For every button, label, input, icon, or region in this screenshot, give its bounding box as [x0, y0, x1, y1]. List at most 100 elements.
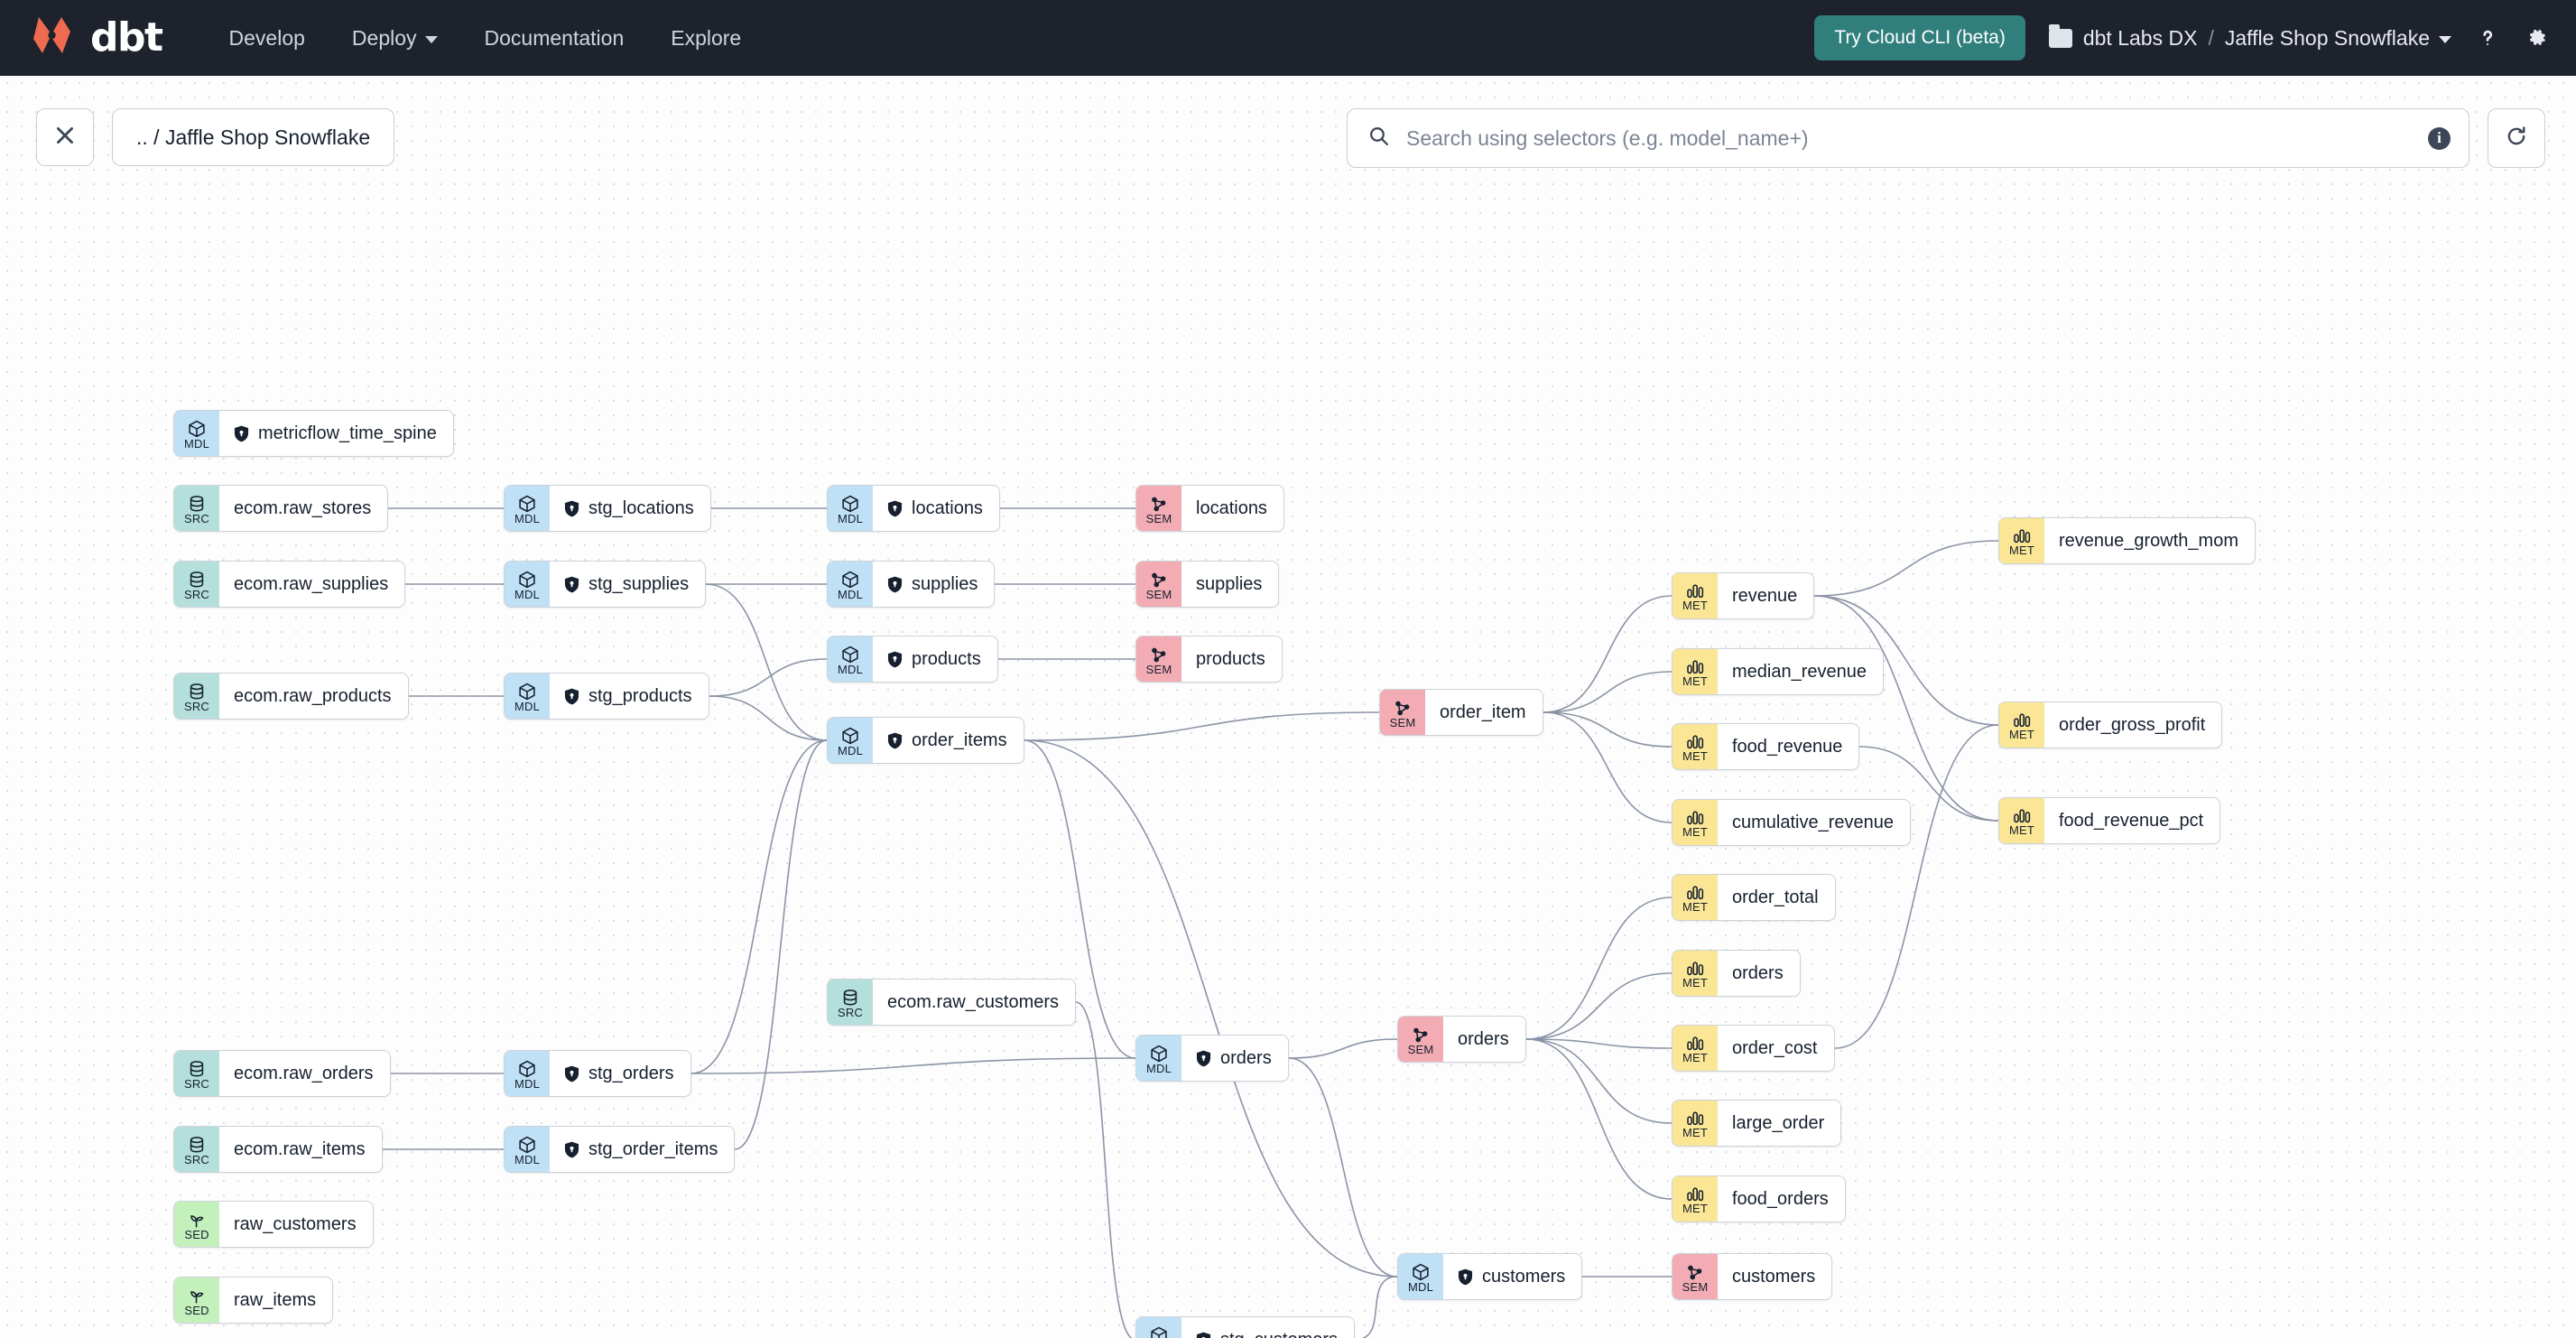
lineage-node-locations[interactable]: MDL locations [827, 485, 1000, 532]
nav-item-develop[interactable]: Develop [206, 17, 329, 60]
lineage-node-sem_locations[interactable]: SEM locations [1135, 485, 1284, 532]
lineage-node-ecom.raw_items[interactable]: SRC ecom.raw_items [173, 1126, 383, 1173]
node-body: supplies [873, 562, 994, 607]
node-type-label: MET [2008, 728, 2035, 741]
node-label: food_revenue [1732, 736, 1843, 757]
bar-chart-icon [1685, 1110, 1705, 1128]
node-type-badge-met: MET [1999, 518, 2044, 563]
node-type-badge-sed: SED [174, 1278, 219, 1323]
lineage-node-met_orders[interactable]: MET orders [1672, 950, 1801, 997]
lineage-node-cumulative_revenue[interactable]: MET cumulative_revenue [1672, 799, 1911, 846]
lineage-node-sem_customers[interactable]: SEM customers [1672, 1253, 1833, 1300]
breadcrumb[interactable]: .. / Jaffle Shop Snowflake [112, 108, 395, 166]
node-type-badge-src: SRC [828, 980, 873, 1025]
node-type-badge-met: MET [1673, 1026, 1718, 1071]
lineage-node-stg_customers[interactable]: MDL stg_customers [1135, 1316, 1356, 1338]
lineage-node-sem_supplies[interactable]: SEM supplies [1135, 561, 1280, 608]
lineage-node-stg_order_items[interactable]: MDL stg_order_items [504, 1126, 736, 1173]
node-body: stg_locations [550, 486, 710, 531]
lineage-node-order_items[interactable]: MDL order_items [827, 717, 1024, 764]
node-label: order_item [1440, 702, 1526, 722]
database-icon [187, 682, 207, 702]
close-lineage-button[interactable] [36, 108, 94, 166]
lineage-node-ecom.raw_customers[interactable]: SRC ecom.raw_customers [827, 979, 1077, 1026]
top-navigation-bar: dbt Develop Deploy Documentation Explore… [0, 0, 2576, 76]
lineage-node-order_cost[interactable]: MET order_cost [1672, 1025, 1835, 1072]
lineage-node-order_gross_profit[interactable]: MET order_gross_profit [1998, 702, 2223, 748]
nav-item-explore[interactable]: Explore [647, 17, 764, 60]
lineage-node-sem_order_item[interactable]: SEM order_item [1379, 689, 1543, 736]
lineage-edge [1525, 1038, 1673, 1049]
lineage-node-food_orders[interactable]: MET food_orders [1672, 1175, 1846, 1222]
lineage-node-median_revenue[interactable]: MET median_revenue [1672, 648, 1884, 695]
node-type-badge-sed: SED [174, 1202, 219, 1247]
node-type-label: MDL [837, 744, 864, 757]
lineage-node-revenue[interactable]: MET revenue [1672, 572, 1815, 619]
gear-icon[interactable] [2524, 25, 2549, 51]
info-icon[interactable]: i [2428, 126, 2451, 150]
lineage-node-supplies[interactable]: MDL supplies [827, 561, 996, 608]
node-type-badge-mdl: MDL [505, 1127, 550, 1172]
lineage-node-food_revenue_pct[interactable]: MET food_revenue_pct [1998, 797, 2221, 844]
lineage-edge [1288, 1038, 1398, 1059]
node-type-label: SRC [183, 700, 210, 713]
refresh-button[interactable] [2488, 108, 2545, 168]
node-type-label: SRC [183, 512, 210, 525]
lineage-node-ecom.raw_supplies[interactable]: SRC ecom.raw_supplies [173, 561, 406, 608]
node-type-label: SEM [1145, 588, 1172, 601]
shield-icon [564, 1141, 579, 1158]
lineage-node-stg_supplies[interactable]: MDL stg_supplies [504, 561, 707, 608]
lineage-node-stg_orders[interactable]: MDL stg_orders [504, 1050, 691, 1097]
dbt-brand[interactable]: dbt [31, 12, 163, 64]
node-type-label: MDL [837, 663, 864, 676]
lineage-node-ecom.raw_orders[interactable]: SRC ecom.raw_orders [173, 1050, 391, 1097]
node-type-badge-met: MET [1673, 875, 1718, 920]
lineage-node-sem_orders[interactable]: SEM orders [1397, 1016, 1526, 1063]
lineage-node-ecom.raw_stores[interactable]: SRC ecom.raw_stores [173, 485, 389, 532]
lineage-node-revenue_growth_mom[interactable]: MET revenue_growth_mom [1998, 517, 2256, 564]
node-body: products [1181, 636, 1282, 682]
lineage-node-large_order[interactable]: MET large_order [1672, 1100, 1842, 1147]
lineage-node-customers[interactable]: MDL customers [1397, 1253, 1583, 1300]
lineage-canvas[interactable]: MDL metricflow_time_spine SRC ecom.raw_s… [0, 76, 2576, 1338]
node-label: order_total [1732, 887, 1819, 907]
search-bar[interactable]: i [1347, 108, 2469, 168]
node-body: orders [1718, 951, 1800, 996]
search-input[interactable] [1404, 125, 2414, 152]
bar-chart-icon [1685, 733, 1705, 751]
node-type-badge-mdl: MDL [1136, 1317, 1181, 1338]
lineage-node-metricflow_time_spine[interactable]: MDL metricflow_time_spine [173, 410, 454, 457]
bar-chart-icon [1685, 1185, 1705, 1203]
lineage-node-orders[interactable]: MDL orders [1135, 1035, 1289, 1082]
lineage-node-food_revenue[interactable]: MET food_revenue [1672, 723, 1860, 770]
node-type-badge-src: SRC [174, 486, 219, 531]
nav-item-documentation[interactable]: Documentation [461, 17, 648, 60]
node-body: stg_orders [550, 1051, 690, 1096]
shield-icon [564, 688, 579, 705]
lineage-node-raw_customers[interactable]: SED raw_customers [173, 1201, 374, 1248]
help-icon[interactable] [2475, 25, 2500, 51]
lineage-node-products[interactable]: MDL products [827, 636, 998, 683]
lineage-node-stg_products[interactable]: MDL stg_products [504, 673, 709, 720]
lineage-node-ecom.raw_products[interactable]: SRC ecom.raw_products [173, 673, 409, 720]
lineage-edge [1525, 1038, 1673, 1124]
node-body: orders [1181, 1036, 1288, 1081]
node-body: raw_items [219, 1278, 332, 1323]
lineage-edge [1813, 540, 1999, 597]
nav-item-deploy[interactable]: Deploy [329, 17, 461, 60]
lineage-node-raw_items[interactable]: SED raw_items [173, 1277, 334, 1324]
lineage-node-sem_products[interactable]: SEM products [1135, 636, 1283, 683]
node-type-label: MDL [514, 1153, 541, 1166]
bar-chart-icon [1685, 1035, 1705, 1053]
lineage-node-order_total[interactable]: MET order_total [1672, 874, 1836, 921]
try-cloud-cli-button[interactable]: Try Cloud CLI (beta) [1814, 15, 2025, 60]
node-body: raw_customers [219, 1202, 373, 1247]
cube-icon [840, 494, 860, 514]
node-label: revenue [1732, 585, 1798, 606]
lineage-node-stg_locations[interactable]: MDL stg_locations [504, 485, 711, 532]
bar-chart-icon [2012, 807, 2032, 825]
refresh-icon [2505, 125, 2528, 153]
cube-icon [517, 1135, 537, 1155]
node-type-label: SRC [183, 588, 210, 601]
project-selector[interactable]: Jaffle Shop Snowflake [2225, 26, 2451, 51]
